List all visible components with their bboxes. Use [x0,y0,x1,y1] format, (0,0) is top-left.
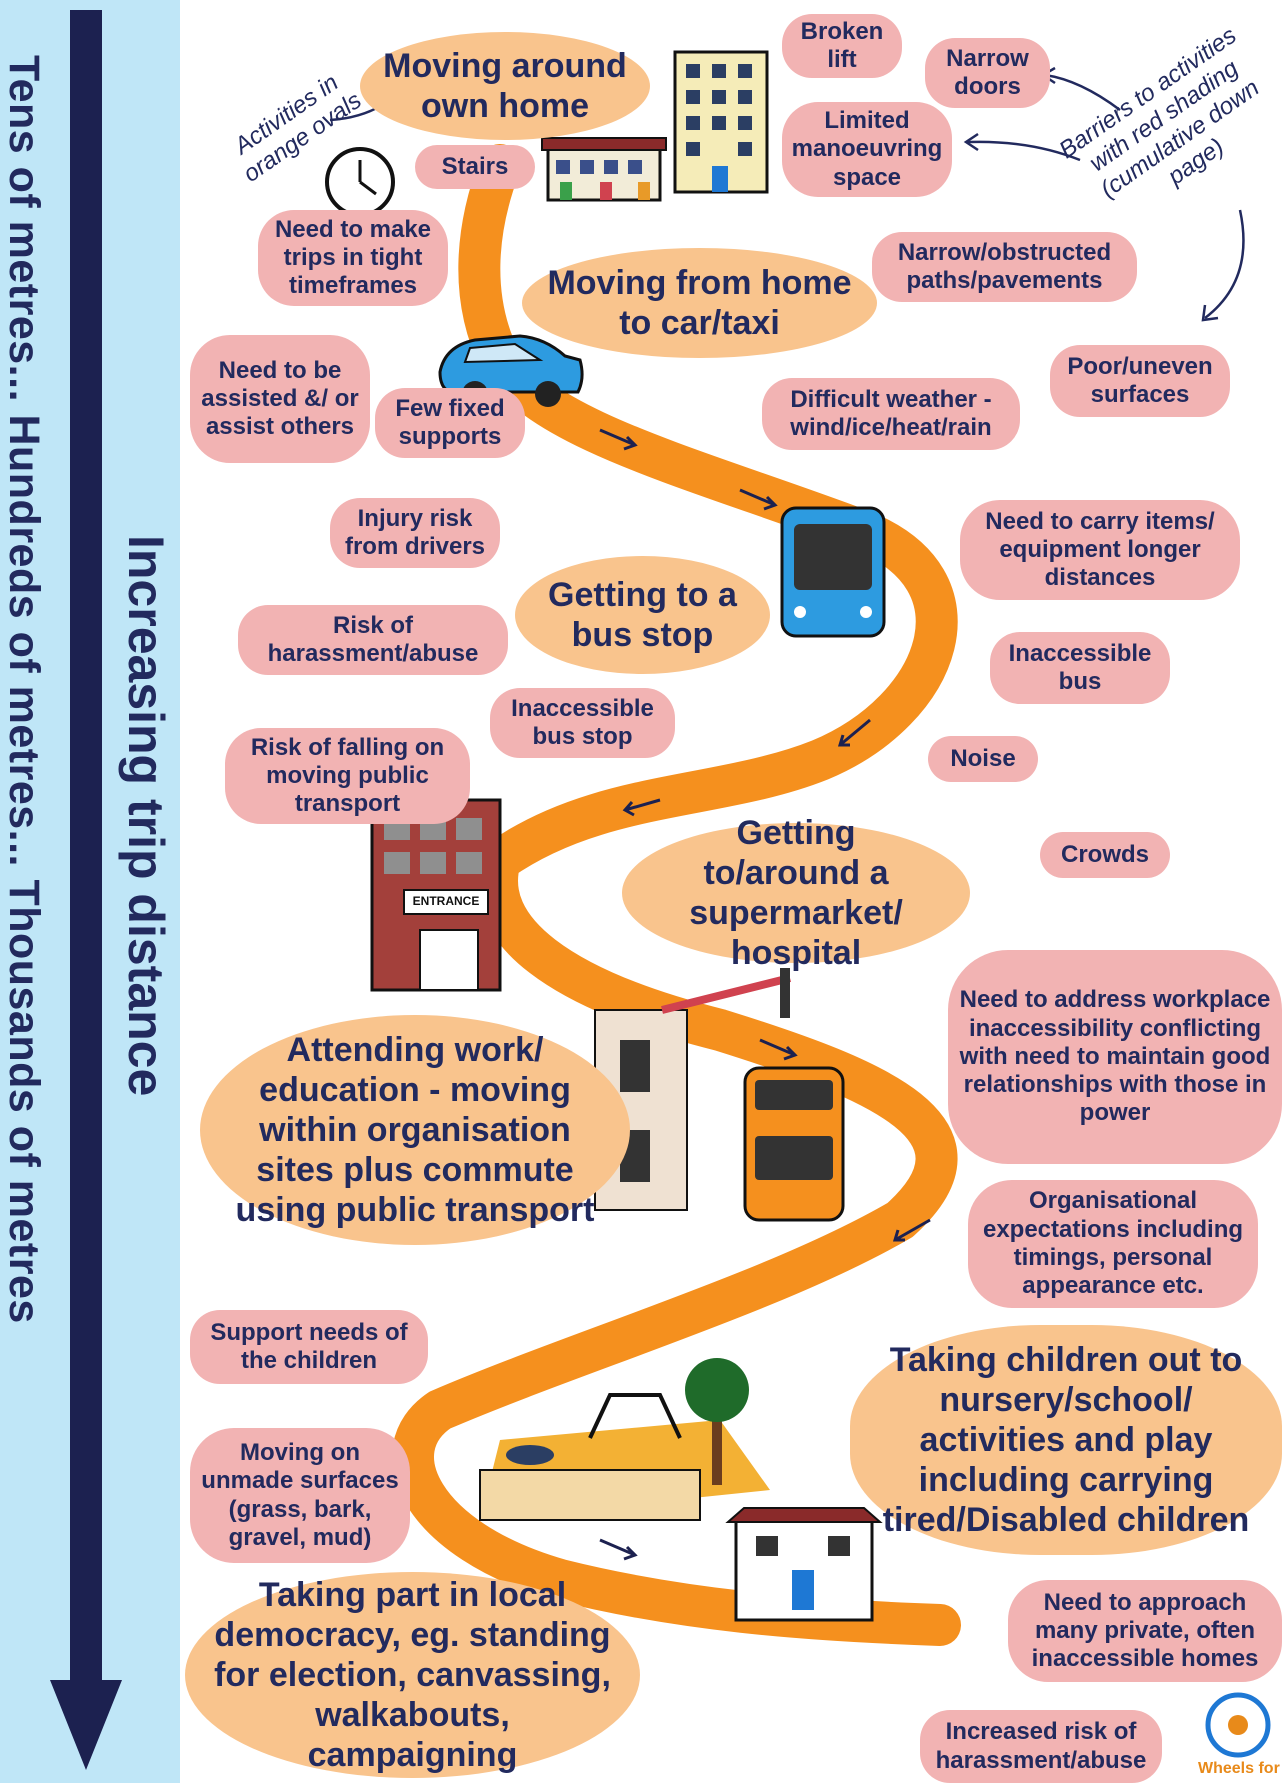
activity-oval: Moving around own home [360,32,650,140]
playground-illustration [479,1358,770,1521]
scale-arrow-head [50,1680,122,1770]
barrier-patch: Need to address workplace inaccessibilit… [948,950,1282,1164]
barrier-patch: Injury risk from drivers [330,498,500,568]
barrier-patch: Need to make trips in tight timeframes [258,210,448,306]
activity-oval: Getting to a bus stop [515,556,770,674]
wheels-for-logo-icon [1205,1692,1271,1758]
activity-oval: Taking children out to nursery/school/ a… [850,1325,1282,1555]
barrier-patch: Risk of harassment/abuse [238,605,508,675]
barrier-patch: Crowds [1040,832,1170,878]
barrier-patch: Poor/uneven surfaces [1050,345,1230,417]
double-decker-bus-illustration [743,1066,845,1222]
barrier-patch: Narrow doors [925,38,1050,108]
barrier-gate-illustration [661,968,791,1018]
barrier-patch: Need to approach many private, often ina… [1008,1580,1282,1682]
journey-path [392,144,961,1646]
activity-oval: Moving from home to car/taxi [522,248,877,358]
annotation-arrows [329,66,1245,322]
trip-distance-axis-label: Increasing trip distance [118,535,174,1097]
blue-bus-illustration [780,506,886,638]
barrier-patch: Noise [928,736,1038,782]
barrier-patch: Moving on unmade surfaces (grass, bark, … [190,1428,410,1563]
distance-scale-label: Tens of metres... Hundreds of metres... … [0,55,48,1324]
activity-oval: Getting to/around a supermarket/ hospita… [622,814,970,972]
terraced-houses-illustration [541,137,667,202]
barrier-patch: Support needs of the children [190,1310,428,1384]
barrier-patch: Need to carry items/ equipment longer di… [960,500,1240,600]
activity-oval: Attending work/ education - moving withi… [200,1015,630,1245]
barrier-patch: Difficult weather - wind/ice/heat/rain [762,378,1020,450]
clock-icon [325,147,395,217]
barrier-patch: Few fixed supports [375,388,525,458]
house-illustration [725,1507,883,1622]
logo-text: Wheels for [1198,1760,1280,1777]
scale-arrow-shaft [70,10,102,1690]
supermarket-building-illustration [370,798,502,992]
barrier-patch: Limited manoeuvring space [782,102,952,197]
tower-block-illustration [673,50,769,194]
path-direction-arrows [599,428,931,1561]
entrance-sign: ENTRANCE [412,894,480,908]
barrier-patch: Increased risk of harassment/abuse [920,1710,1162,1783]
barrier-patch: Broken lift [782,14,902,78]
barrier-patch: Need to be assisted &/ or assist others [190,335,370,463]
barrier-patch: Inaccessible bus [990,632,1170,704]
barrier-patch: Risk of falling on moving public transpo… [225,728,470,824]
barrier-patch: Organisational expectations including ti… [968,1180,1258,1308]
barrier-patch: Inaccessible bus stop [490,688,675,758]
activity-oval: Taking part in local democracy, eg. stan… [185,1572,640,1778]
barrier-patch: Stairs [415,145,535,189]
barrier-patch: Narrow/obstructed paths/pavements [872,232,1137,302]
